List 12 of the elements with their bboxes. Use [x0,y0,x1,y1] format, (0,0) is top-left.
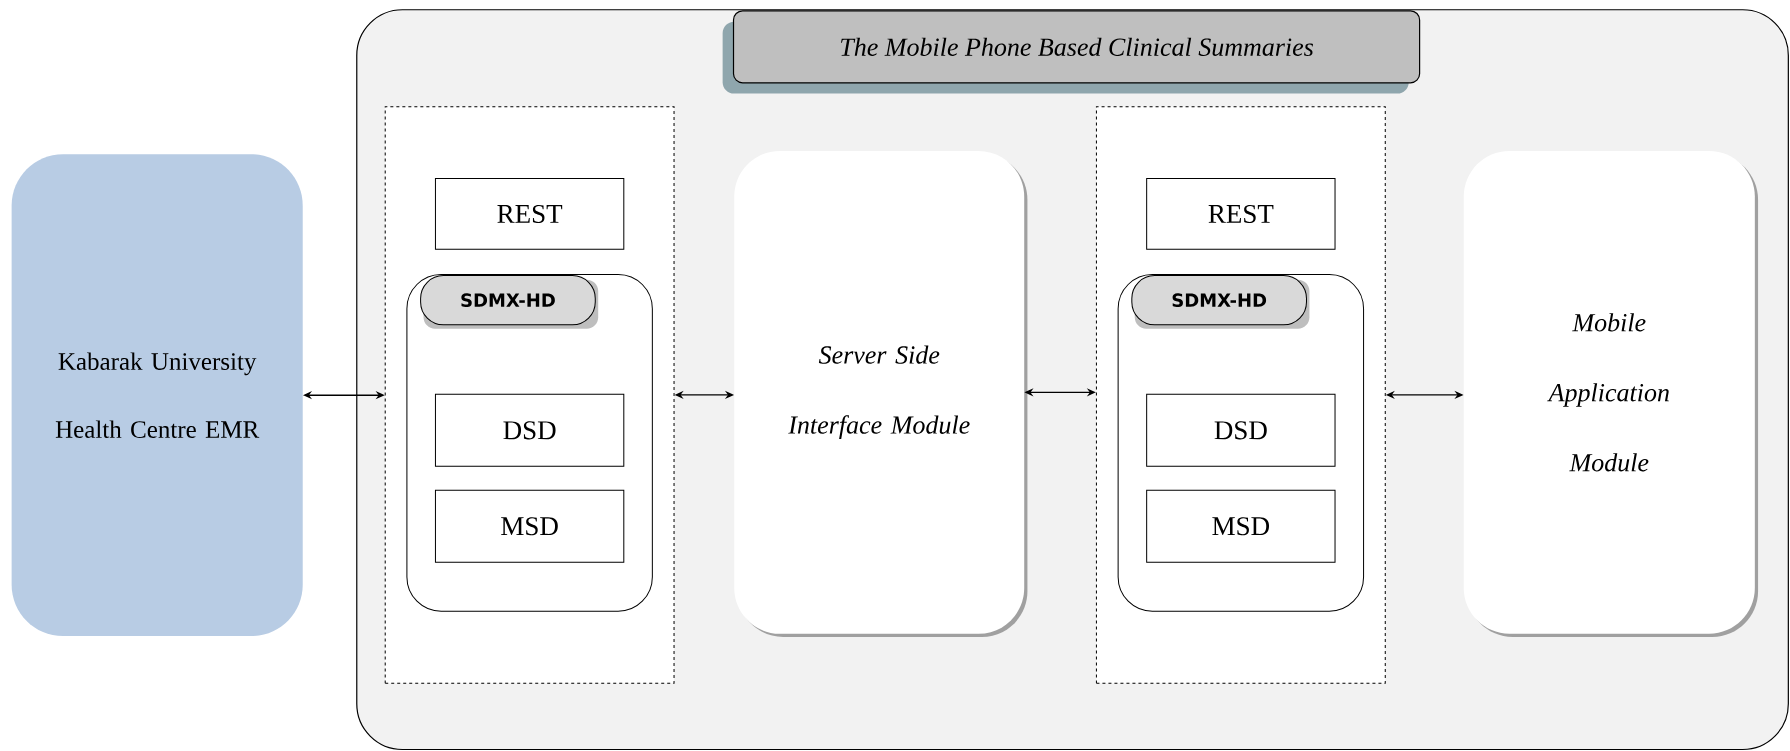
component-box: DSD [1146,393,1336,467]
component-box: MSD [1146,489,1336,563]
component-box: MSD [434,489,625,563]
format-tab: SDMX-HD [420,275,599,329]
module-box: Mobile Application Module [1463,150,1759,637]
title-box: The Mobile Phone Based Clinical Summaries [722,10,1421,94]
module-box: Server Side Interface Module [734,150,1028,637]
system-box: Kabarak University Health Centre EMR [11,154,303,636]
format-tab: SDMX-HD [1131,275,1310,329]
component-box: DSD [434,393,625,467]
component-box: REST [1146,178,1336,250]
component-box: REST [434,178,625,250]
